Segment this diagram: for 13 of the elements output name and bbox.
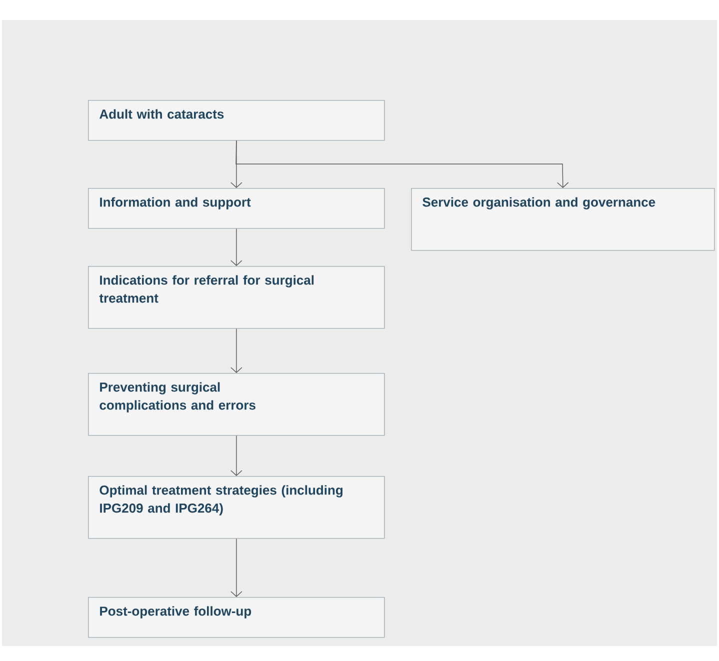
arrow (230, 328, 242, 373)
process-box: Adult with cataracts (88, 100, 385, 141)
arrow (230, 538, 242, 597)
arrow (236, 140, 569, 188)
process-box: Post-operative follow-up (88, 597, 385, 638)
arrow (230, 228, 242, 266)
process-box: Preventing surgical complications and errors (88, 373, 385, 436)
process-box: Optimal treatment strategies (including IPG209 and IPG264) (88, 476, 385, 539)
process-box: Service organisation and governance (411, 188, 715, 251)
arrow (230, 435, 242, 476)
process-box: Information and support (88, 188, 385, 229)
arrow (230, 140, 242, 188)
process-box: Indications for referral for surgical treatment (88, 266, 385, 329)
